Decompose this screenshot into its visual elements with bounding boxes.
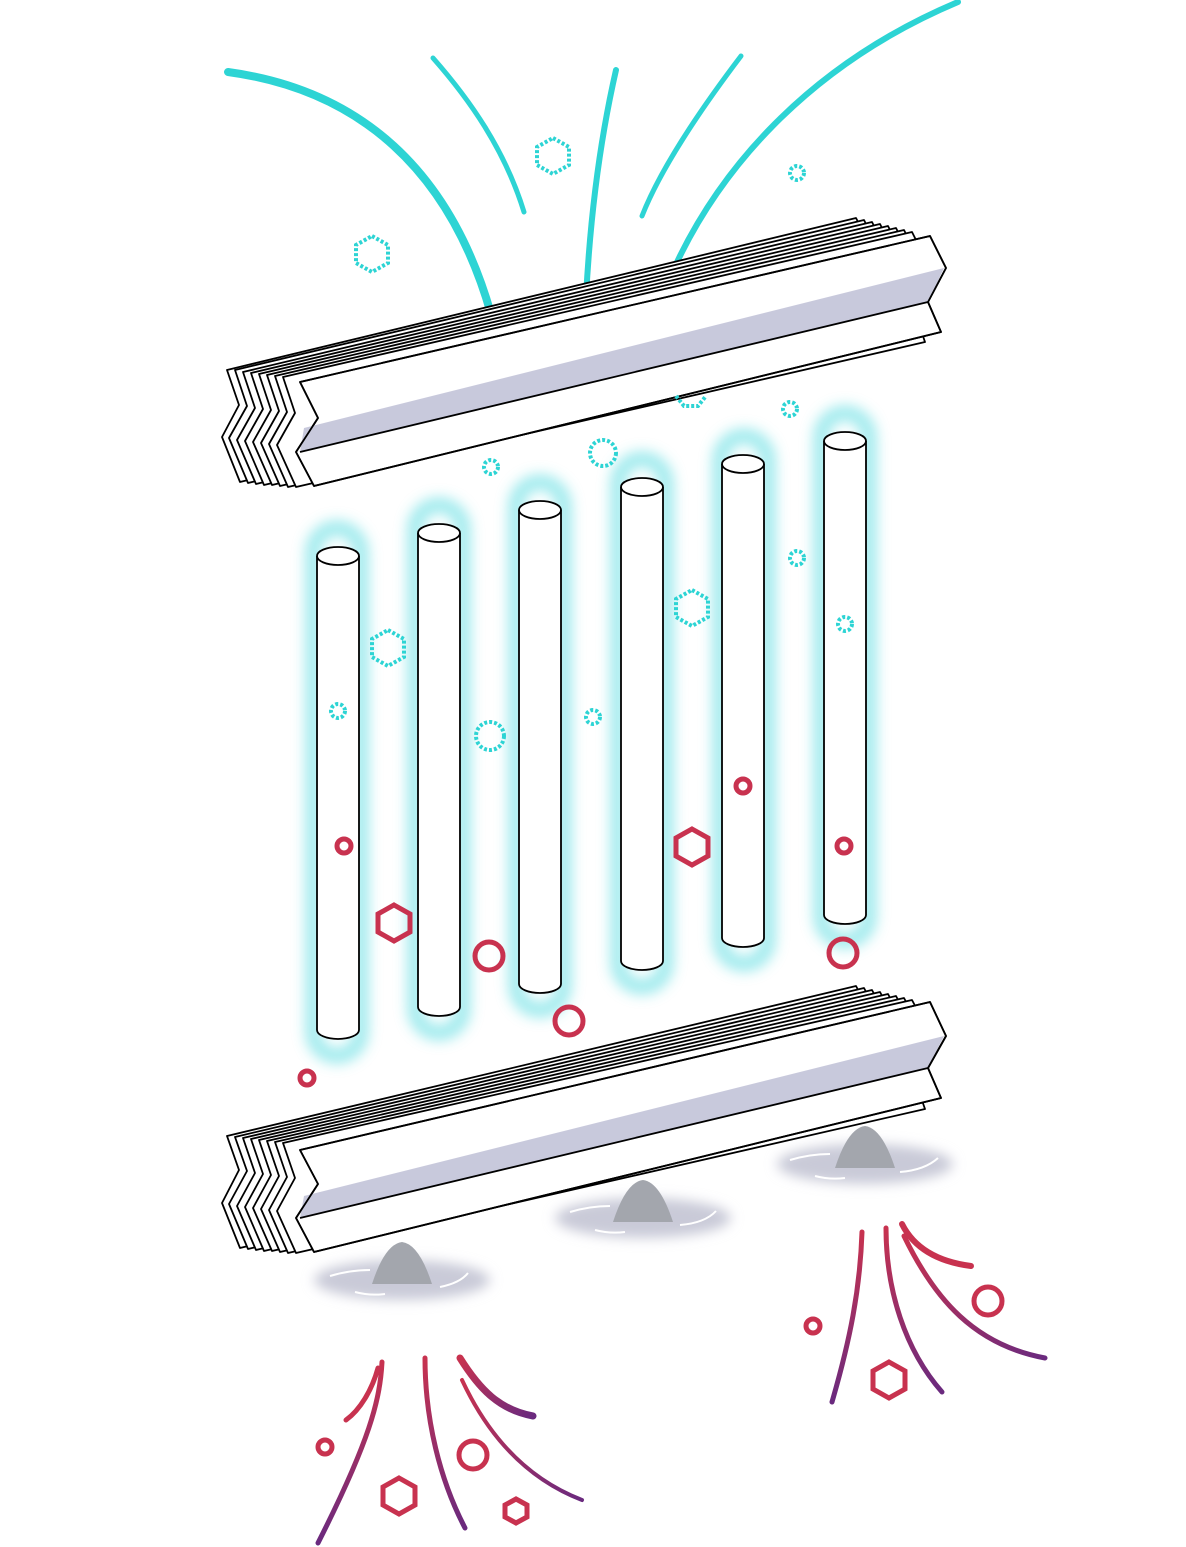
molecule-particle-icon <box>790 551 804 565</box>
molecule-particle-icon <box>783 402 797 416</box>
filter-tubes <box>317 432 866 1039</box>
outflow-spray-icon <box>318 1358 582 1543</box>
molecule-particle-icon <box>974 1287 1002 1315</box>
tube-glow <box>313 413 869 1056</box>
filter-tube-icon <box>519 501 561 993</box>
molecule-particle-icon <box>459 1441 487 1469</box>
filter-tube-icon <box>621 478 663 970</box>
molecule-particle-icon <box>537 138 569 174</box>
filter-tube-icon <box>722 455 764 947</box>
molecule-particle-icon <box>590 440 616 466</box>
molecule-particle-icon <box>300 1071 314 1085</box>
molecule-particle-icon <box>318 1440 332 1454</box>
molecule-particle-icon <box>356 236 388 272</box>
molecule-particle-icon <box>676 829 708 865</box>
molecule-particle-icon <box>586 710 600 724</box>
filter-tube-icon <box>418 524 460 1016</box>
molecule-particle-icon <box>383 1478 415 1514</box>
molecule-particle-icon <box>806 1319 820 1333</box>
molecule-particle-icon <box>676 590 708 626</box>
outflow-spray-icon <box>832 1224 1045 1402</box>
residue-mound-icon <box>314 1242 490 1300</box>
residue-mound-icon <box>555 1180 731 1238</box>
molecule-particle-icon <box>790 166 804 180</box>
molecule-particle-icon <box>475 942 503 970</box>
molecule-particle-icon <box>555 1007 583 1035</box>
molecule-particle-icon <box>476 722 504 750</box>
molecule-particle-icon <box>505 1499 527 1523</box>
filter-tube-icon <box>824 432 866 924</box>
molecule-particle-icon <box>484 460 498 474</box>
molecule-particle-icon <box>873 1362 905 1398</box>
molecule-particle-icon <box>372 630 404 666</box>
filter-tube-icon <box>317 547 359 1039</box>
molecule-particle-icon <box>378 905 410 941</box>
